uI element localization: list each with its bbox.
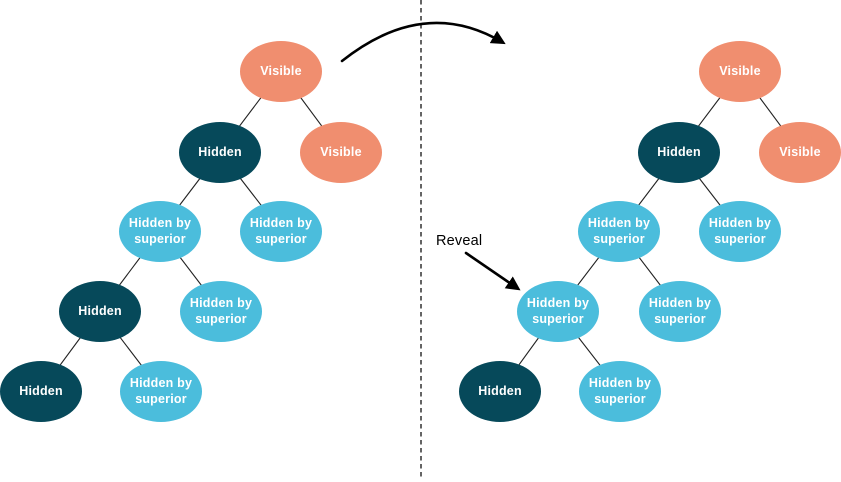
tree-edge	[618, 151, 680, 232]
tree-edge	[557, 230, 620, 312]
tree-edge	[499, 310, 559, 392]
tree-edge	[159, 230, 222, 312]
tree-edge	[99, 310, 162, 392]
tree-edge	[219, 151, 282, 232]
tree-edge	[219, 70, 282, 153]
tree-edge	[40, 310, 101, 392]
reveal-label: Reveal	[436, 233, 483, 249]
tree-edge	[678, 70, 741, 153]
tree-edge	[280, 70, 342, 153]
transform-arrow	[340, 21, 506, 63]
tree-edge	[557, 310, 621, 392]
tree-edge	[678, 151, 741, 232]
reveal-arrow	[464, 251, 521, 291]
tree-edge	[159, 151, 221, 232]
tree-edge	[618, 230, 681, 312]
tree-edge	[99, 230, 161, 312]
tree-edge	[739, 70, 801, 153]
